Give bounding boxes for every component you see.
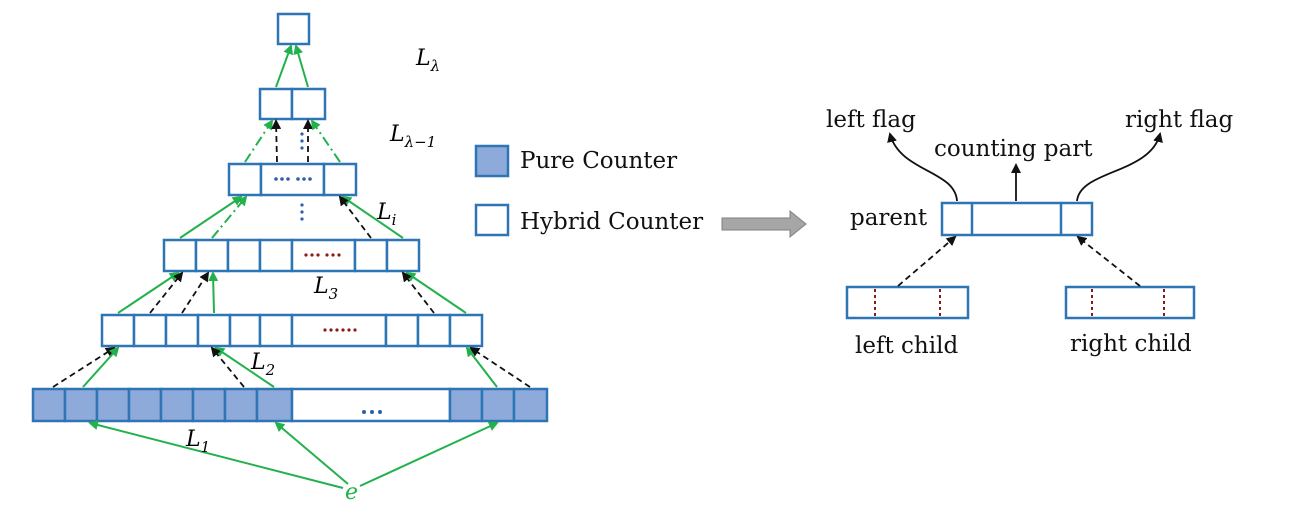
label-l-i: Li xyxy=(376,200,397,229)
legend: Pure Counter Hybrid Counter xyxy=(474,144,703,237)
level-1-row xyxy=(31,387,549,423)
left-flag-arrow xyxy=(887,132,958,202)
arrows-l3-li xyxy=(179,195,404,239)
element-arrows xyxy=(88,420,499,489)
legend-pure-label: Pure Counter xyxy=(520,148,677,174)
counting-part-label: counting part xyxy=(934,136,1093,162)
detail-left-child-counter xyxy=(845,285,970,320)
label-element-e: e xyxy=(345,480,358,505)
right-child-arrow xyxy=(1076,235,1141,287)
right-child-label: right child xyxy=(1070,331,1192,357)
arrows-l2-l3 xyxy=(117,271,467,314)
detail-right-child-counter xyxy=(1064,285,1196,320)
vertical-dots xyxy=(300,132,304,221)
detail-parent-counter xyxy=(940,201,1094,237)
left-child-arrow xyxy=(897,235,957,287)
label-l-3: L3 xyxy=(313,274,338,303)
level-lambda-root xyxy=(276,12,311,46)
left-child-label: left child xyxy=(855,333,958,359)
arrows-to-root xyxy=(275,44,309,88)
label-l-lambda: Lλ xyxy=(415,46,440,75)
label-l-2: L2 xyxy=(250,350,275,379)
legend-hybrid-swatch xyxy=(474,203,510,237)
transition-arrow-icon xyxy=(721,209,807,239)
level-lambda-minus-1-row xyxy=(258,87,327,121)
level-3-row xyxy=(162,238,421,273)
right-flag-label: right flag xyxy=(1125,107,1233,133)
right-flag-arrow xyxy=(1076,132,1163,202)
parent-label: parent xyxy=(850,205,928,231)
arrows-l1-l2 xyxy=(52,346,531,388)
level-i-row xyxy=(227,162,358,197)
legend-pure-swatch xyxy=(474,144,510,178)
left-flag-label: left flag xyxy=(826,107,916,133)
legend-hybrid-label: Hybrid Counter xyxy=(520,209,703,235)
label-l-lambda-minus-1: Lλ−1 xyxy=(389,122,436,151)
label-l-1: L1 xyxy=(185,427,210,456)
arrows-li-llambda1 xyxy=(244,119,341,163)
level-2-row xyxy=(100,313,484,348)
